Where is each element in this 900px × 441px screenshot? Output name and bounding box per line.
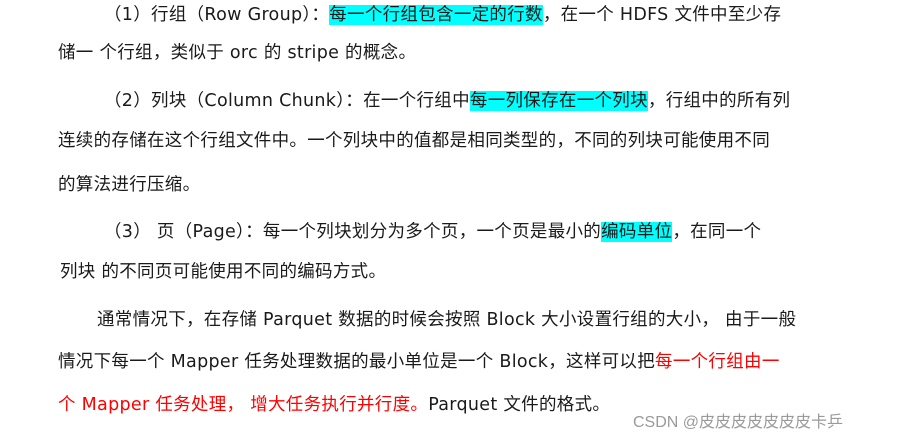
highlighted-text: 每一个行组包含一定的行数 — [329, 5, 543, 25]
text-run: ，行组中的所有列 — [647, 91, 791, 111]
csdn-watermark: CSDN @皮皮皮皮皮皮皮卡乒 — [633, 414, 844, 431]
column-chunk-line-3: 的算法进行压缩。 — [58, 173, 200, 197]
text-run: 通常情况下，在存储 Parquet 数据的时候会按照 Block 大小设置行组的… — [97, 310, 797, 330]
column-chunk-line-2: 连续的存储在这个行组文件中。一个列块中的值都是相同类型的，不同的列块可能使用不同 — [58, 129, 770, 153]
summary-line-2: 情况下每一个 Mapper 任务处理数据的最小单位是一个 Block，这样可以把… — [58, 350, 780, 374]
row-group-line-1: （1）行组（Row Group）：每一个行组包含一定的行数，在一个 HDFS 文… — [104, 3, 781, 27]
text-run: （3） 页（Page）：每一个列块划分为多个页，一个页是最小的 — [104, 222, 602, 242]
highlighted-text: 每一列保存在一个列块 — [469, 91, 648, 111]
text-run: （1）行组（Row Group）： — [104, 5, 330, 25]
summary-line-3: 个 Mapper 任务处理， 增大任务执行并行度。Parquet 文件的格式。 — [58, 393, 610, 417]
text-run: 情况下每一个 Mapper 任务处理数据的最小单位是一个 Block，这样可以把 — [58, 352, 656, 372]
text-run: ，在同一个 — [672, 222, 762, 242]
highlighted-text: 编码单位 — [601, 222, 673, 242]
text-run: 的算法进行压缩。 — [58, 175, 201, 195]
row-group-line-2: 储一 个行组，类似于 orc 的 stripe 的概念。 — [58, 41, 416, 65]
page-line-1: （3） 页（Page）：每一个列块划分为多个页，一个页是最小的编码单位，在同一个 — [104, 220, 761, 244]
red-emphasis-text: 个 Mapper 任务处理， 增大任务执行并行度。 — [58, 395, 429, 415]
red-emphasis-text: 每一个行组由一 — [655, 352, 780, 372]
text-run: Parquet 文件的格式。 — [428, 395, 611, 415]
text-run: ，在一个 HDFS 文件中至少存 — [542, 5, 782, 25]
text-run: 连续的存储在这个行组文件中。一个列块中的值都是相同类型的，不同的列块可能使用不同 — [58, 131, 770, 151]
text-run: （2）列块（Column Chunk）：在一个行组中 — [104, 91, 470, 111]
text-run: 储一 个行组，类似于 orc 的 stripe 的概念。 — [58, 43, 417, 63]
column-chunk-line-1: （2）列块（Column Chunk）：在一个行组中每一列保存在一个列块，行组中… — [104, 89, 790, 113]
page-line-2: 列块 的不同页可能使用不同的编码方式。 — [60, 260, 386, 284]
text-run: 列块 的不同页可能使用不同的编码方式。 — [60, 262, 387, 282]
summary-line-1: 通常情况下，在存储 Parquet 数据的时候会按照 Block 大小设置行组的… — [97, 308, 796, 332]
